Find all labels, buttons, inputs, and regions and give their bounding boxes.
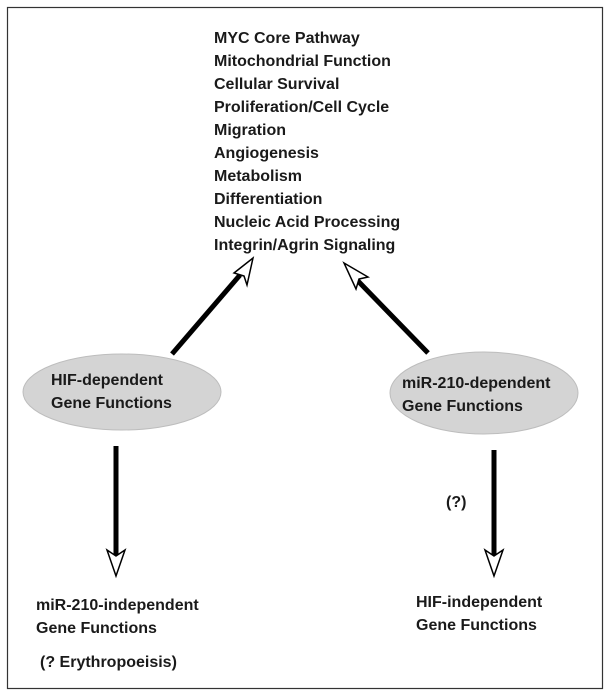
arrow-hif-to-functions — [170, 256, 255, 356]
arrows — [105, 256, 505, 579]
function-item: Integrin/Agrin Signaling — [214, 237, 395, 254]
mir210-dependent-label-line2: Gene Functions — [402, 398, 523, 415]
hif-dependent-label-line1: HIF-dependent — [51, 372, 164, 389]
function-item: Proliferation/Cell Cycle — [214, 99, 389, 116]
mir210-independent-label-line2: Gene Functions — [36, 620, 157, 637]
uncertain-link-label: (?) — [446, 494, 466, 511]
function-item: Mitochondrial Function — [214, 53, 391, 70]
erythropoeisis-note: (? Erythropoeisis) — [40, 654, 177, 671]
hif-independent-node: HIF-independent Gene Functions — [416, 594, 543, 634]
hif-independent-label-line2: Gene Functions — [416, 617, 537, 634]
function-item: MYC Core Pathway — [214, 30, 360, 47]
figure-border — [6, 6, 604, 690]
mir210-dependent-label-line1: miR-210-dependent — [402, 375, 551, 392]
hif-dependent-node: HIF-dependent Gene Functions — [22, 353, 222, 431]
arrow-hif-to-mir210-independent — [105, 446, 127, 579]
function-item: Differentiation — [214, 191, 322, 208]
hif-dependent-label-line2: Gene Functions — [51, 395, 172, 412]
function-item: Angiogenesis — [214, 145, 319, 162]
arrow-mir210-to-functions — [342, 261, 430, 355]
mir210-dependent-node: miR-210-dependent Gene Functions — [389, 351, 579, 435]
function-item: Metabolism — [214, 168, 302, 185]
function-item: Nucleic Acid Processing — [214, 214, 400, 231]
function-item: Cellular Survival — [214, 76, 339, 93]
mir210-independent-label-line1: miR-210-independent — [36, 597, 199, 614]
mir210-independent-node: miR-210-independent Gene Functions (? Er… — [36, 597, 199, 671]
arrow-mir210-to-hif-independent — [483, 450, 505, 579]
hif-independent-label-line1: HIF-independent — [416, 594, 543, 611]
function-list: MYC Core Pathway Mitochondrial Function … — [214, 30, 400, 254]
function-item: Migration — [214, 122, 286, 139]
hif-dependent-ellipse — [22, 353, 222, 431]
mir210-dependent-ellipse — [389, 351, 579, 435]
